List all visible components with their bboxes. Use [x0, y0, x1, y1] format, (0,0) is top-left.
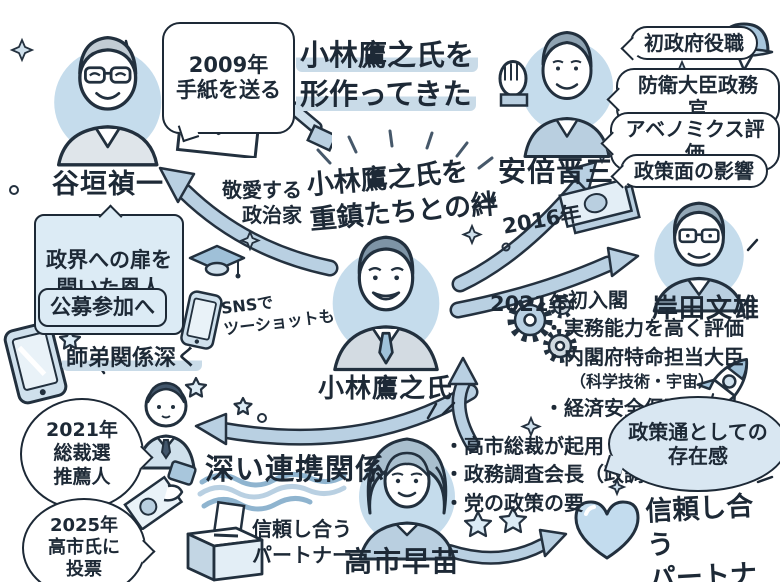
smartphone-icon [0, 317, 74, 414]
mentor-note: 師弟関係深く [62, 340, 203, 372]
vote-bubble: 2025年 高市氏に 投票 [22, 498, 156, 582]
tanigaki-avatar [54, 35, 162, 167]
letter-bubble: 2009年 手紙を送る [162, 22, 295, 143]
takaichi-name: 高市早苗 [344, 545, 461, 578]
tanigaki-name: 谷垣禎一 [52, 169, 164, 200]
heart-icon [570, 496, 644, 568]
kobayashi-portrait [322, 222, 450, 372]
kobayashi-name: 小林鷹之氏 [318, 374, 454, 404]
kishida-bullet-3: ・内閣府特命担当大臣 [544, 344, 744, 369]
partner-big-label: 信頼し合う パートナー [644, 490, 758, 582]
kishida-bullet-2: ・実務能力を高く評価 [544, 316, 744, 341]
letter-bubble-text: 2009年 手紙を送る [176, 52, 281, 103]
kishida-bullet-1: ・初入閣 [548, 288, 628, 312]
main-title-line2: 形作ってきた [296, 77, 476, 112]
subtitle: 小林鷹之氏を 重鎮たちとの絆 [305, 152, 499, 238]
mentor-note-text: 師弟関係深く [62, 346, 203, 371]
kishida-avatar [652, 201, 746, 313]
abe-bubble-4: 政策面の影響 [610, 154, 768, 189]
kishida-name: 岸田文雄 [652, 294, 761, 324]
tanigaki-portrait [38, 22, 173, 167]
kobayashi-avatar [332, 235, 440, 372]
relation-label: 深い連携関係 [205, 452, 386, 486]
takaichi-portrait [348, 420, 466, 562]
supporter-person [130, 376, 202, 474]
gear-medium [543, 329, 577, 363]
admired-politician-label: 敬愛する 政治家 [222, 178, 302, 227]
waving-hand [498, 60, 529, 107]
abe-name: 安倍晋三 [498, 155, 615, 188]
abe-portrait [495, 16, 625, 161]
kishida-portrait [638, 192, 760, 314]
main-title: 小林鷹之氏を 形作ってきた [296, 36, 479, 114]
arrow-to-heart [443, 528, 568, 565]
takaichi-avatar [358, 437, 456, 561]
main-title-line1: 小林鷹之氏を [296, 38, 479, 72]
graduation-cap-icon [188, 242, 246, 286]
kishida-bullet-3-note: （科学技術・宇宙） [570, 372, 715, 392]
abe-avatar [498, 31, 613, 158]
kobo-box: 公募参加へ [38, 288, 167, 328]
sns-note: SNSで ツーショットも [219, 292, 336, 339]
policy-presence-bubble: 政策通としての 存在感 [603, 396, 780, 492]
abe-bubble-1: 初政府役職 [620, 26, 758, 61]
partner-small-label: 信頼し合う パートナー [252, 517, 352, 567]
ballot-box-icon [178, 500, 270, 582]
sns-phone-icon [176, 287, 226, 358]
nominator-bubble: 2021年 総裁選 推薦人 [20, 398, 154, 510]
